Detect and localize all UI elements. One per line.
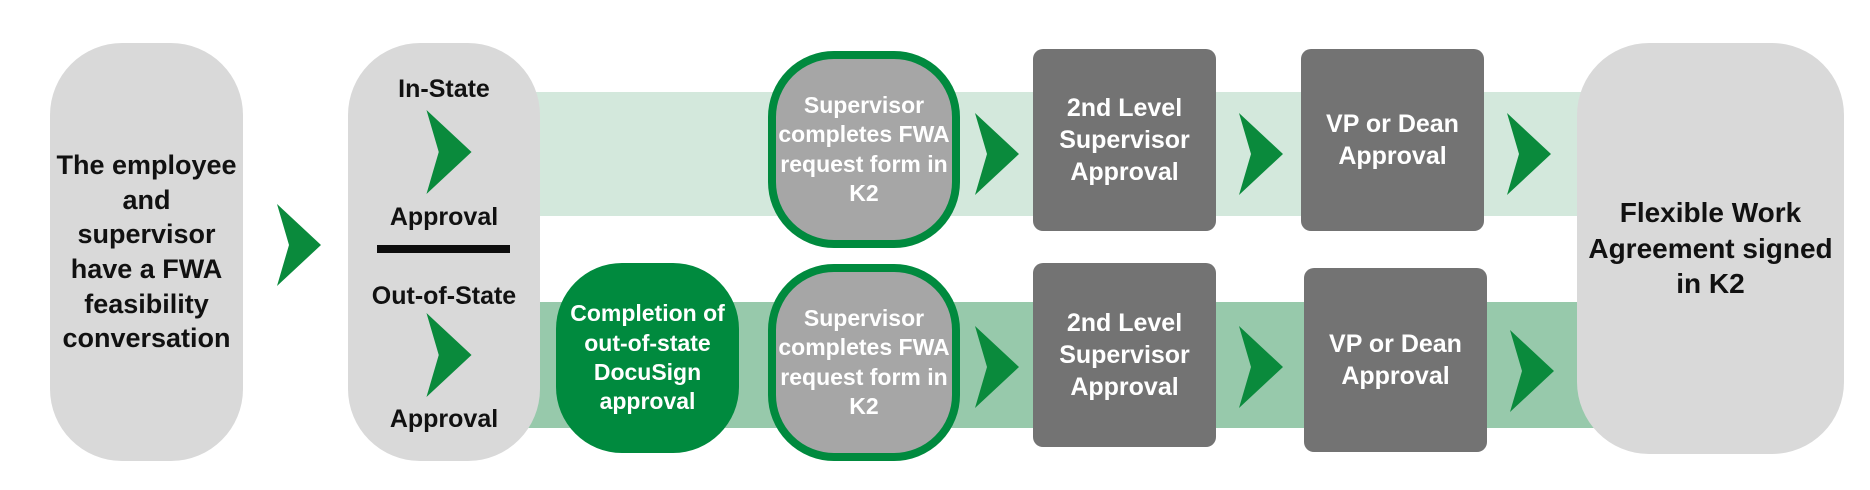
in-state-supervisor-step: Supervisor completes FWA request form in…	[768, 51, 960, 248]
start-conversation-node: The employee and supervisor have a FWA f…	[50, 43, 243, 461]
arrow-icon	[277, 204, 321, 286]
out-of-state-approval-label: Approval	[389, 405, 499, 433]
arrow-icon	[1510, 330, 1554, 412]
arrow-icon	[975, 113, 1019, 195]
divider-line	[377, 245, 510, 253]
in-state-label: In-State	[398, 75, 490, 103]
out-of-state-second-level-label: 2nd Level Supervisor Approval	[1059, 309, 1190, 401]
agreement-signed-node: Flexible Work Agreement signed in K2	[1577, 43, 1844, 454]
in-state-second-level-label: 2nd Level Supervisor Approval	[1059, 94, 1190, 186]
arrow-icon	[1239, 113, 1283, 195]
out-of-state-supervisor-step: Supervisor completes FWA request form in…	[768, 264, 960, 461]
docusign-approval-label: Completion of out-of-state DocuSign appr…	[570, 300, 725, 415]
out-of-state-label: Out-of-State	[371, 282, 517, 310]
arrow-icon	[1239, 326, 1283, 408]
out-of-state-vp-dean-label: VP or Dean Approval	[1329, 330, 1462, 390]
docusign-approval-step: Completion of out-of-state DocuSign appr…	[556, 263, 739, 453]
out-of-state-supervisor-step-label: Supervisor completes FWA request form in…	[778, 304, 950, 419]
in-state-vp-dean-label: VP or Dean Approval	[1326, 110, 1459, 170]
arrow-icon	[426, 313, 472, 397]
out-of-state-second-level-approval: 2nd Level Supervisor Approval	[1033, 263, 1216, 447]
in-state-second-level-approval: 2nd Level Supervisor Approval	[1033, 49, 1216, 231]
arrow-icon	[426, 110, 472, 194]
arrow-icon	[975, 326, 1019, 408]
in-state-approval-label: Approval	[389, 203, 499, 231]
start-conversation-label: The employee and supervisor have a FWA f…	[56, 150, 237, 354]
out-of-state-vp-dean-approval: VP or Dean Approval	[1304, 268, 1487, 452]
in-state-supervisor-step-label: Supervisor completes FWA request form in…	[778, 91, 950, 206]
in-state-vp-dean-approval: VP or Dean Approval	[1301, 49, 1484, 231]
arrow-icon	[1507, 113, 1551, 195]
agreement-signed-label: Flexible Work Agreement signed in K2	[1588, 196, 1833, 300]
